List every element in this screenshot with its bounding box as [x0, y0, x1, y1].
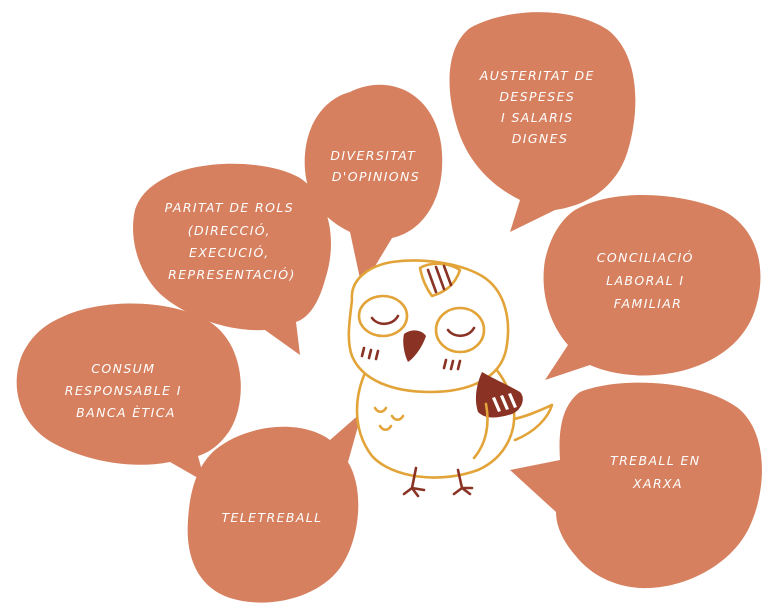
owl-scarf-stripe: [492, 397, 501, 412]
bubble-austeritat-label: AUSTERITAT DE DESPESES I SALARIS DIGNES: [479, 68, 600, 146]
owl-crest-outline: [418, 262, 462, 298]
bubble-conciliacio-line: FAMILIAR: [614, 296, 683, 311]
owl-left-eye-ring: [357, 294, 409, 338]
bubble-treball-xarxa-line: TREBALL EN: [610, 453, 701, 468]
bubble-diversitat-label: DIVERSITAT D'OPINIONS: [330, 148, 421, 184]
owl-beak: [403, 330, 426, 362]
bubble-consum: CONSUM RESPONSABLE I BANCA ÈTICA: [16, 303, 241, 482]
bubble-consum-line: RESPONSABLE I: [65, 383, 182, 398]
speech-bubble-shape: [16, 303, 241, 482]
bubble-paritat-line: PARITAT DE ROLS: [165, 200, 295, 215]
bubble-diversitat-line: DIVERSITAT: [330, 148, 416, 163]
owl-left-eye-closed: [370, 314, 400, 326]
bubble-treball-xarxa: TREBALL EN XARXA: [510, 382, 762, 589]
bubble-paritat-line: (DIRECCIÓ,: [188, 223, 271, 238]
bubble-austeritat-line: DIGNES: [512, 131, 569, 146]
bubble-diversitat-line: D'OPINIONS: [332, 169, 420, 184]
bubble-consum-line: BANCA ÈTICA: [76, 405, 176, 420]
bubble-teletreball-label: TELETREBALL: [221, 510, 322, 525]
bubble-austeritat: AUSTERITAT DE DESPESES I SALARIS DIGNES: [449, 12, 636, 232]
owl-right-eye-ring: [434, 306, 486, 354]
owl-crest-stripe: [434, 265, 446, 291]
bubble-teletreball-line: TELETREBALL: [221, 510, 322, 525]
bubble-paritat-line: EXECUCIÓ,: [189, 245, 270, 260]
owl-cheek-mark: [367, 348, 373, 360]
bubble-diversitat: DIVERSITAT D'OPINIONS: [304, 84, 443, 288]
bubble-paritat-line: REPRESENTACIÓ): [168, 267, 296, 282]
bubble-treball-xarxa-label: TREBALL EN XARXA: [610, 453, 706, 491]
bubble-austeritat-line: AUSTERITAT DE: [479, 68, 595, 83]
speech-bubble-shape: [187, 412, 362, 603]
owl-wing: [472, 402, 489, 460]
bubble-austeritat-line: I SALARIS: [501, 110, 574, 125]
bubble-consum-line: CONSUM: [91, 361, 155, 376]
owl-chest-feather: [373, 406, 388, 414]
speech-bubble-shape: [449, 12, 636, 232]
owl-cheek-mark: [456, 359, 462, 371]
bubble-paritat: PARITAT DE ROLS (DIRECCIÓ, EXECUCIÓ, REP…: [133, 163, 332, 355]
owl-cheek-mark: [449, 359, 455, 371]
owl-cheek-mark: [360, 346, 366, 358]
owl-cheek-mark: [374, 349, 380, 361]
bubble-conciliacio-label: CONCILIACIÓ LABORAL I FAMILIAR: [597, 250, 700, 311]
owl-crest-stripe: [442, 264, 453, 287]
speech-bubble-shape: [304, 84, 443, 288]
bubble-paritat-label: PARITAT DE ROLS (DIRECCIÓ, EXECUCIÓ, REP…: [165, 200, 300, 282]
owl-icon: [347, 259, 554, 498]
bubble-austeritat-line: DESPESES: [499, 89, 575, 104]
owl-chest-feather: [390, 414, 405, 422]
bubble-treball-xarxa-line: XARXA: [632, 476, 683, 491]
bubble-conciliacio-line: CONCILIACIÓ: [597, 250, 694, 265]
owl-left-leg: [402, 466, 426, 498]
owl-scarf-stripe: [500, 395, 509, 410]
bubble-conciliacio-line: LABORAL I: [606, 273, 684, 288]
speech-bubble-shape: [543, 194, 761, 380]
owl-scarf-stripe: [508, 393, 517, 408]
bubble-consum-label: CONSUM RESPONSABLE I BANCA ÈTICA: [65, 361, 187, 420]
speech-bubble-shape: [510, 382, 762, 589]
owl-right-eye-closed: [446, 326, 476, 338]
owl-crest-stripe: [426, 268, 438, 294]
owl-right-leg: [452, 468, 474, 496]
owl-chest-feather: [378, 424, 393, 432]
owl-head: [347, 259, 510, 394]
bubble-teletreball: TELETREBALL: [187, 412, 362, 603]
bubble-conciliacio: CONCILIACIÓ LABORAL I FAMILIAR: [543, 194, 761, 380]
owl-cheek-mark: [442, 358, 448, 370]
owl-tail: [506, 403, 554, 442]
speech-bubble-shape: [133, 163, 332, 355]
